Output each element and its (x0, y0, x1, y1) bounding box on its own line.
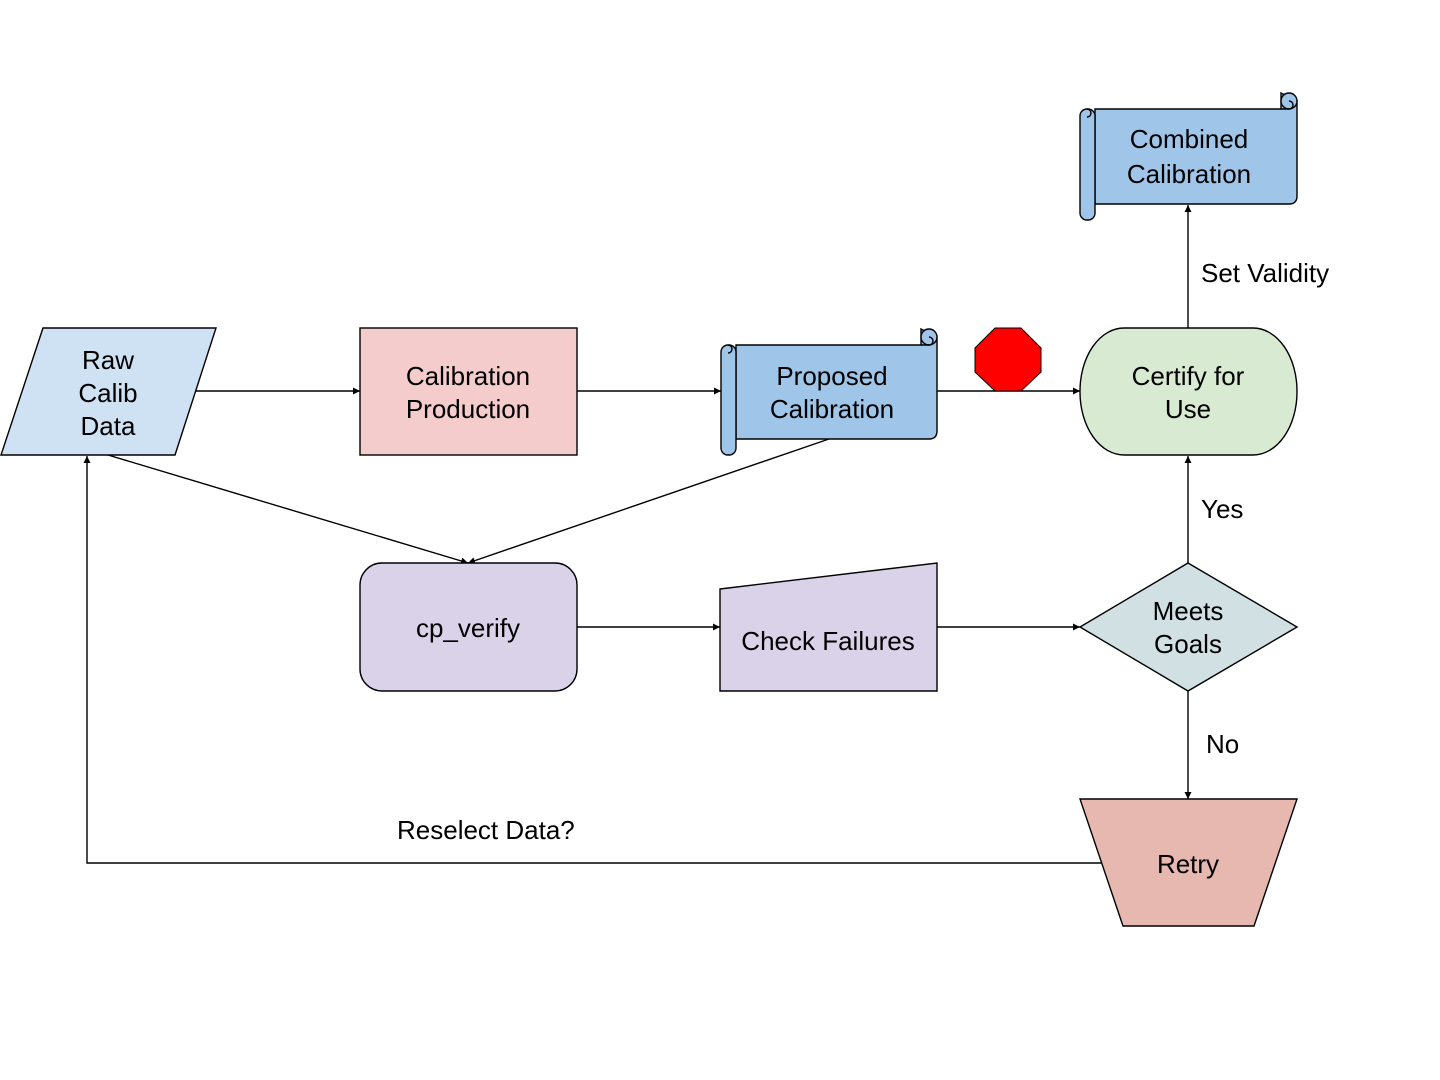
node-proposed-calibration: Proposed Calibration (720, 327, 938, 456)
certify-for-use-label-line2: Use (1165, 394, 1211, 424)
edge-retry-to-raw (83, 456, 1101, 864)
edge-proposed-to-cp-verify (467, 438, 830, 565)
proposed-calibration-scroll-left-roll (720, 344, 737, 456)
calibration-production-label-line1: Calibration (406, 361, 530, 391)
proposed-calibration-label-line1: Proposed (776, 361, 887, 391)
meets-goals-label-line2: Goals (1154, 629, 1222, 659)
edge-label-set-validity: Set Validity (1201, 258, 1329, 288)
node-combined-calibration: Combined Calibration (1079, 91, 1298, 221)
node-certify-for-use: Certify for Use (1079, 327, 1298, 456)
node-check-failures: Check Failures (719, 562, 938, 692)
node-calibration-production: Calibration Production (359, 327, 578, 456)
node-meets-goals: Meets Goals (1078, 562, 1299, 692)
cp-verify-shape (359, 562, 578, 692)
edge-label-no: No (1206, 729, 1239, 759)
stop-sign-icon (974, 327, 1042, 392)
raw-calib-data-label-line1: Raw (82, 345, 134, 375)
raw-calib-data-label-line2: Calib (78, 378, 137, 408)
edges (83, 205, 1192, 864)
combined-calibration-scroll-left-roll (1079, 108, 1096, 221)
combined-calibration-label-line2: Calibration (1127, 159, 1251, 189)
raw-calib-data-label-line3: Data (81, 411, 136, 441)
retry-label: Retry (1157, 849, 1219, 879)
certify-for-use-label-line1: Certify for (1132, 361, 1245, 391)
cp-verify-label: cp_verify (416, 613, 520, 643)
stop-sign-shape (974, 327, 1042, 392)
combined-calibration-scroll-right-curl (1281, 100, 1294, 110)
meets-goals-label-line1: Meets (1153, 596, 1224, 626)
proposed-calibration-scroll-right-curl (921, 336, 934, 346)
edge-raw-to-cp-verify (107, 454, 469, 565)
edge-label-yes: Yes (1201, 494, 1243, 524)
meets-goals-shape (1078, 562, 1299, 692)
node-raw-calib-data: Raw Calib Data (0, 327, 217, 456)
proposed-calibration-scroll-left-curl (727, 344, 733, 354)
retry-shape (1079, 798, 1298, 927)
check-failures-shape (719, 562, 938, 692)
combined-calibration-scroll-left-curl (1086, 108, 1092, 118)
proposed-calibration-label-line2: Calibration (770, 394, 894, 424)
calibration-production-label-line2: Production (406, 394, 530, 424)
node-cp-verify: cp_verify (359, 562, 578, 692)
check-failures-label: Check Failures (741, 626, 914, 656)
edge-label-reselect-data: Reselect Data? (397, 815, 575, 845)
raw-calib-data-shape (0, 327, 217, 456)
certify-for-use-shape (1079, 327, 1298, 456)
calibration-production-shape (359, 327, 578, 456)
node-retry: Retry (1079, 798, 1298, 927)
combined-calibration-label-line1: Combined (1130, 124, 1249, 154)
